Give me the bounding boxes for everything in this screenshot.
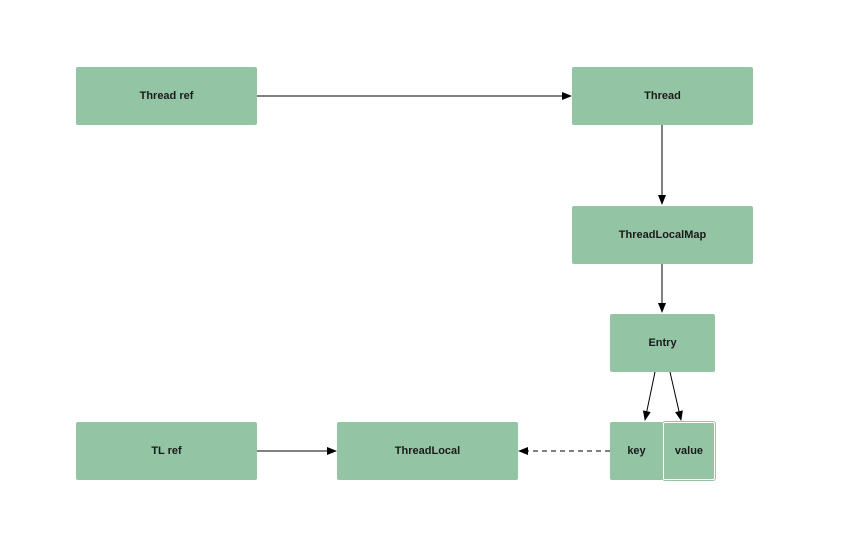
edge-entry-to-value <box>669 371 683 421</box>
tl-ref-label: TL ref <box>151 445 182 457</box>
thread-local-map-label: ThreadLocalMap <box>618 229 707 241</box>
value-node: value <box>662 421 716 481</box>
thread-node: Thread <box>572 67 753 125</box>
thread-local-node: ThreadLocal <box>337 422 518 480</box>
key-label: key <box>627 445 646 457</box>
entry-node: Entry <box>610 314 715 372</box>
thread-ref-node: Thread ref <box>76 67 257 125</box>
tl-ref-node: TL ref <box>76 422 257 480</box>
entry-label: Entry <box>648 337 677 349</box>
edge-entry-to-key <box>642 371 656 421</box>
thread-label: Thread <box>644 90 681 102</box>
thread-ref-label: Thread ref <box>139 90 194 102</box>
value-label: value <box>674 445 704 457</box>
thread-local-map-node: ThreadLocalMap <box>572 206 753 264</box>
key-node: key <box>610 422 663 480</box>
thread-local-label: ThreadLocal <box>394 445 461 457</box>
